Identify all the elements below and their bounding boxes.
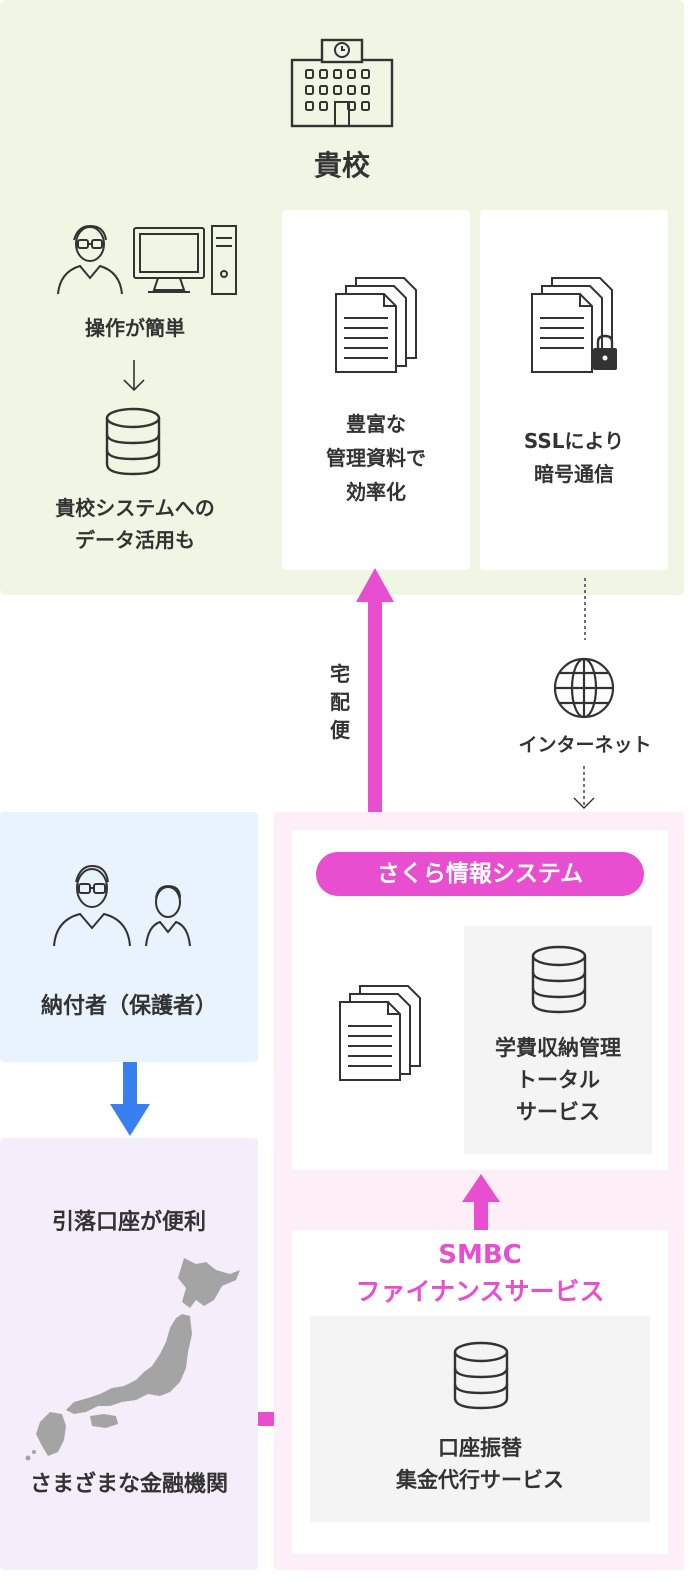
- data-use-line2: データ活用も: [75, 528, 195, 552]
- payer-to-bank-arrow: [110, 1062, 150, 1136]
- data-use-line1: 貴校システムへの: [55, 496, 215, 520]
- ssl-line1: SSLにより: [523, 429, 625, 453]
- banks-section: [0, 1138, 258, 1570]
- debit-database-icon: [453, 1341, 509, 1410]
- japan-map-icon: [25, 1258, 240, 1461]
- smbc-to-sakura-arrow: [462, 1174, 500, 1230]
- smbc-title-line1: SMBC: [438, 1240, 522, 1270]
- materials-card: [282, 210, 470, 570]
- courier-label: 宅配便: [330, 662, 350, 742]
- banks-heading: 引落口座が便利: [51, 1210, 206, 1235]
- database-icon: [105, 407, 161, 476]
- internet-down-arrow: [573, 766, 595, 809]
- banks-caption: さまざまな金融機関: [29, 1472, 228, 1497]
- ssl-card: [480, 210, 668, 570]
- tuition-service-line2: トータル: [516, 1068, 600, 1092]
- materials-line1: 豊富な: [346, 412, 406, 436]
- ssl-line2: 暗号通信: [534, 462, 614, 486]
- debit-service-line2: 集金代行サービス: [396, 1468, 564, 1492]
- materials-line3: 効率化: [346, 480, 406, 504]
- locked-documents-icon: [531, 277, 617, 373]
- smbc-title-line2: ファイナンスサービス: [355, 1277, 605, 1306]
- globe-icon: [553, 657, 615, 719]
- parents-icon: [53, 864, 191, 947]
- school-title: 貴校: [313, 149, 370, 182]
- internet-label: インターネット: [518, 734, 652, 756]
- easy-operation-label: 操作が簡単: [85, 316, 185, 340]
- internet-dotted-line: [584, 578, 586, 640]
- school-building-icon: [290, 38, 394, 128]
- documents-icon: [335, 277, 417, 373]
- materials-line2: 管理資料で: [326, 446, 426, 470]
- courier-arrow: [356, 568, 394, 812]
- sakura-documents-icon: [339, 985, 421, 1081]
- tuition-database-icon: [531, 945, 587, 1014]
- user-computer-icon: [57, 224, 237, 295]
- sakura-title-badge: さくら情報システム: [316, 852, 644, 896]
- payer-label: 納付者（保護者）: [40, 994, 217, 1019]
- debit-service-box: [310, 1316, 650, 1522]
- down-arrow-icon: [123, 360, 145, 392]
- tuition-service-line1: 学費収納管理: [495, 1036, 621, 1060]
- debit-service-line1: 口座振替: [438, 1436, 522, 1460]
- tuition-service-line3: サービス: [516, 1100, 600, 1124]
